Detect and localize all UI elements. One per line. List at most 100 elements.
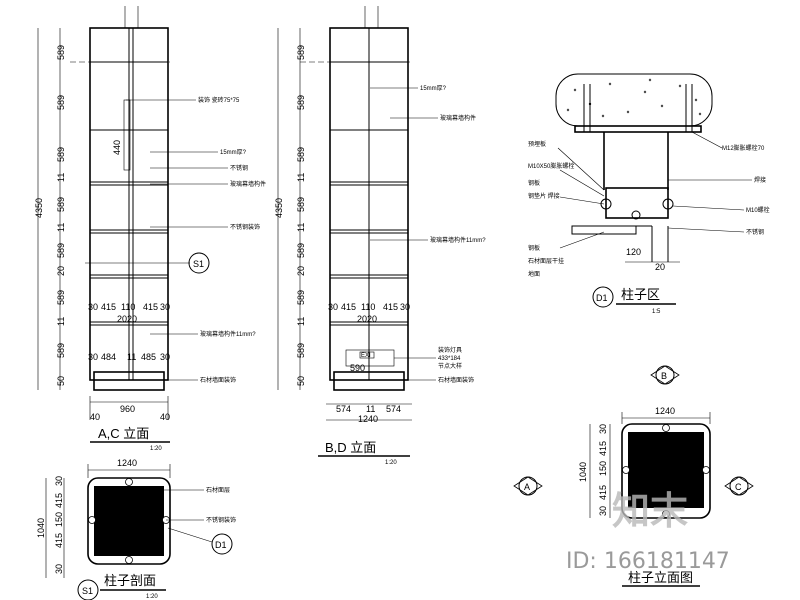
plan-marker-label: C bbox=[735, 482, 742, 492]
bd-width-dim: 110 bbox=[361, 302, 375, 312]
section-side-dim: 415 bbox=[54, 533, 64, 548]
bd-note: 石材墙面装饰 bbox=[438, 376, 474, 384]
ac-height-dim: 11 bbox=[56, 173, 66, 182]
zone-note-left: 地面 bbox=[528, 270, 540, 278]
ac-width-dim: 485 bbox=[141, 352, 156, 362]
section-tag: S1 bbox=[82, 586, 93, 596]
ac-bottom-dim: 960 bbox=[120, 404, 135, 414]
ac-height-dim: 589 bbox=[56, 95, 66, 110]
bd-scale: 1:20 bbox=[385, 460, 397, 466]
ac-note: 不锈钢装饰 bbox=[230, 223, 260, 231]
bd-height-dim: 589 bbox=[296, 45, 306, 60]
ac-note: 15mm厚? bbox=[220, 149, 247, 156]
section-scale: 1:20 bbox=[146, 594, 158, 600]
marker-a: A bbox=[513, 476, 543, 496]
section-top-dim: 1240 bbox=[117, 458, 137, 468]
ac-height-dim: 589 bbox=[56, 290, 66, 305]
watermark: 知末 ID: 166181147 bbox=[566, 489, 730, 574]
ac-width-dim: 11 bbox=[127, 352, 136, 362]
bd-bottom-dim: 574 bbox=[336, 404, 351, 414]
plan-side-dim: 30 bbox=[598, 424, 608, 434]
marker-c: C bbox=[724, 476, 754, 496]
bd-height-dim: 20 bbox=[296, 266, 306, 276]
zone-tag-circle bbox=[592, 286, 614, 308]
ac-width-dim: 415 bbox=[143, 302, 158, 312]
plan-side-dim: 150 bbox=[598, 461, 608, 476]
section-side-dim: 30 bbox=[54, 564, 64, 574]
bd-bottom-dim: 11 bbox=[366, 404, 375, 414]
zone-note-right: 焊接 bbox=[754, 176, 766, 184]
zone-note-left: 钢板 bbox=[528, 179, 540, 187]
bd-note: 玻璃幕墙构件11mm? bbox=[430, 236, 486, 244]
ac-height-dim: 589 bbox=[56, 147, 66, 162]
ac-title: A,C 立面 bbox=[98, 426, 149, 441]
section-detail-marker bbox=[211, 533, 233, 555]
plan-side-total: 1040 bbox=[578, 462, 588, 482]
zone-note-right: M10螺栓 bbox=[746, 206, 770, 214]
bd-height-dim: 50 bbox=[296, 376, 306, 386]
marker-b: B bbox=[650, 365, 680, 385]
ac-height-dim: 589 bbox=[56, 343, 66, 358]
ac-note: 石材墙面装饰 bbox=[200, 376, 236, 384]
section-core bbox=[94, 486, 164, 556]
bd-height-dim: 589 bbox=[296, 197, 306, 212]
section-side-total: 1040 bbox=[36, 518, 46, 538]
column-section: 1240 30 415 150 415 30 1040 石材面层 不锈钢装饰 D… bbox=[36, 458, 236, 600]
plan-side-dim: 415 bbox=[598, 441, 608, 456]
zone-note-right: M12膨胀螺栓70 bbox=[722, 144, 765, 152]
bd-width-dim: 415 bbox=[341, 302, 356, 312]
ac-height-dim: 11 bbox=[56, 317, 66, 326]
section-side-dim: 30 bbox=[54, 476, 64, 486]
ac-dim-440: 440 bbox=[112, 140, 122, 155]
ac-width-dim: 484 bbox=[101, 352, 116, 362]
zone-note-left: 石材面层干挂 bbox=[528, 257, 564, 265]
ac-note: 不锈钢 bbox=[230, 164, 248, 172]
ac-mid-dim: 2020 bbox=[117, 314, 137, 324]
plan-side-dim: 415 bbox=[598, 485, 608, 500]
section-outline bbox=[87, 477, 171, 565]
section-note: 石材面层 bbox=[206, 486, 230, 494]
section-tag-circle bbox=[77, 579, 99, 600]
section-side-dim: 415 bbox=[54, 493, 64, 508]
ac-width-dim: 30 bbox=[160, 302, 170, 312]
ac-height-dim: 20 bbox=[56, 266, 66, 276]
ac-height-dim: 11 bbox=[56, 223, 66, 232]
section-note: 不锈钢装饰 bbox=[206, 516, 236, 524]
bd-note: 节点大样 bbox=[438, 362, 462, 370]
concrete-slab bbox=[555, 73, 713, 127]
zone-dim: 120 bbox=[626, 247, 641, 257]
zone-scale: 1:5 bbox=[652, 309, 661, 315]
ac-width-dim: 30 bbox=[88, 352, 98, 362]
zone-note-left: 钢板 bbox=[528, 244, 540, 252]
ac-note: 玻璃幕墙构件11mm? bbox=[200, 330, 256, 338]
watermark-id: ID: 166181147 bbox=[566, 549, 730, 574]
bd-note: 装饰灯具 bbox=[438, 346, 462, 354]
zone-note-left: 钢垫片 焊接 bbox=[528, 192, 560, 200]
zone-note-left: M10X50膨胀螺栓 bbox=[528, 162, 574, 170]
plan-core bbox=[628, 432, 704, 508]
ac-bottom-dim: 40 bbox=[160, 412, 170, 422]
zone-note-right: 不锈钢 bbox=[746, 228, 764, 236]
ac-note: 装饰 瓷砖75*75 bbox=[198, 96, 240, 104]
zone-note-left: 预埋板 bbox=[528, 140, 546, 148]
ac-height-dim: 589 bbox=[56, 45, 66, 60]
ac-height-dim: 50 bbox=[56, 376, 66, 386]
ac-width-dim: 415 bbox=[101, 302, 116, 312]
ac-section-marker bbox=[188, 252, 210, 274]
bd-note: 433*184 bbox=[438, 356, 461, 362]
zone-tag: D1 bbox=[596, 293, 608, 303]
ac-height-dim: 589 bbox=[56, 197, 66, 212]
elevation-ac: 589 589 589 11 589 11 589 20 589 11 589 … bbox=[34, 6, 266, 452]
column-plan: B 1240 30 415 150 415 30 1040 A C 柱子立面图 bbox=[513, 365, 754, 587]
bd-title: B,D 立面 bbox=[325, 440, 376, 455]
bd-note: 15mm厚? bbox=[420, 85, 447, 92]
plan-outline bbox=[621, 423, 711, 519]
bd-height-dim: 589 bbox=[296, 147, 306, 162]
bd-total-height: 4350 bbox=[274, 198, 284, 218]
bd-height-dim: 589 bbox=[296, 343, 306, 358]
ac-scale: 1:20 bbox=[150, 446, 162, 452]
ac-note: 玻璃幕墙构件 bbox=[230, 180, 266, 188]
column-zone-detail: 120 20 预埋板 M10X50膨胀螺栓 钢板 钢垫片 焊接 钢板 石材面层干… bbox=[528, 73, 770, 315]
ac-height-dim: 589 bbox=[56, 243, 66, 258]
